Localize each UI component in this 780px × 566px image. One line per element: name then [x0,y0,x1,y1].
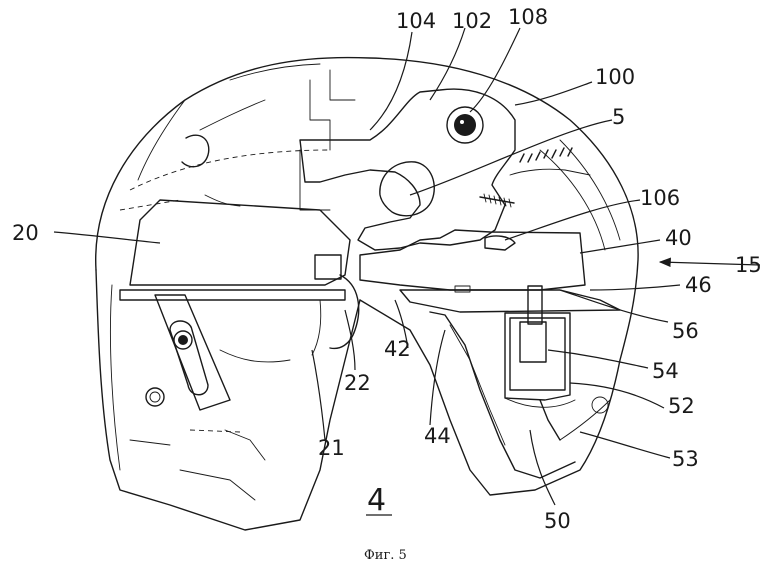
leader-lines [53,27,761,516]
label-54: 54 [652,359,679,383]
label-108: 108 [508,5,548,29]
label-5: 5 [612,105,625,129]
spring-element [479,193,515,208]
label-21: 21 [318,436,345,460]
lever-102 [299,88,516,251]
label-102: 102 [452,9,492,33]
label-40: 40 [665,226,692,250]
housing-outline [95,56,639,531]
label-56: 56 [672,319,699,343]
figure-caption: Фиг. 5 [364,548,407,563]
label-15: 15 [735,253,762,277]
block-20 [129,199,351,286]
hook-22 [311,274,360,356]
base-plate [119,285,621,313]
label-22: 22 [344,371,371,395]
label-50: 50 [544,509,571,533]
bolt-21 [145,294,231,411]
pivot-108 [446,106,484,144]
label-52: 52 [668,394,695,418]
label-106: 106 [640,186,680,210]
label-42: 42 [384,337,411,361]
reference-labels: 104 102 108 100 5 106 40 15 46 56 54 52 … [12,5,762,563]
label-104: 104 [396,9,436,33]
label-46: 46 [685,273,712,297]
label-20: 20 [12,221,39,245]
cartridge-50 [504,285,576,441]
label-44: 44 [424,424,451,448]
label-100: 100 [595,65,635,89]
lower-right-body [429,311,611,479]
vent-slots [509,147,591,176]
slider-40 [359,229,586,291]
label-53: 53 [672,447,699,471]
view-number: 4 [367,483,386,518]
lower-left-details [129,349,291,501]
